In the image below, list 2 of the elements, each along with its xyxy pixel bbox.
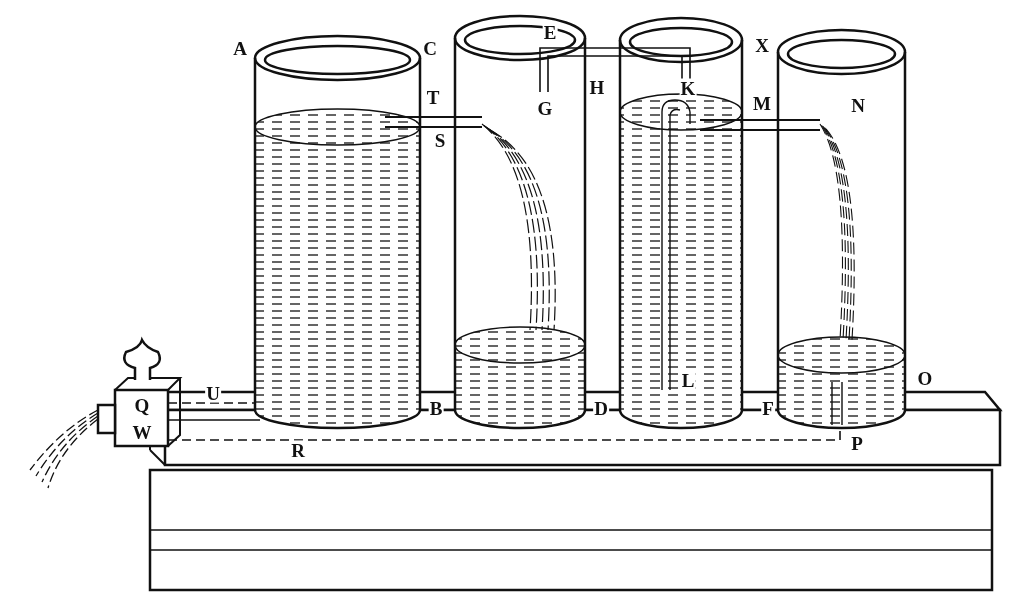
part-letter: L xyxy=(680,370,696,390)
part-letter: K xyxy=(679,78,697,98)
